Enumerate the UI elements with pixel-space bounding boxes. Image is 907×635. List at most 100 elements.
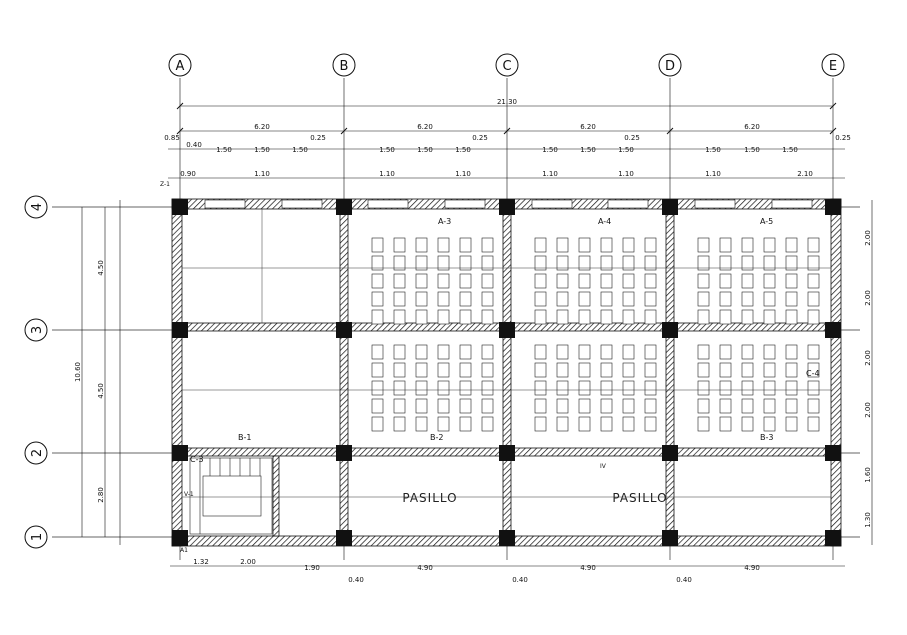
student-desk xyxy=(697,273,710,289)
student-desk xyxy=(697,344,710,360)
student-desk xyxy=(600,362,613,378)
room-label-pasillo-1: PASILLO xyxy=(402,491,457,505)
student-desk xyxy=(622,362,635,378)
area-tag-c4: C-4 xyxy=(806,369,820,378)
columns xyxy=(172,199,841,546)
bay-height-dim-3: 2.80 xyxy=(97,487,105,503)
student-desk xyxy=(600,309,613,325)
student-desk xyxy=(393,344,406,360)
student-desk xyxy=(534,416,547,432)
axis-bubbles-x: A B C D E xyxy=(168,53,845,77)
student-desk xyxy=(534,255,547,271)
student-desk xyxy=(719,344,732,360)
bottom-dim-5: 4.90 xyxy=(580,564,596,572)
student-desk xyxy=(785,309,798,325)
student-desk xyxy=(437,344,450,360)
bottom-dim-3: 1.90 xyxy=(304,564,320,572)
student-desk xyxy=(622,255,635,271)
student-desk xyxy=(371,416,384,432)
footing-tag: A1 xyxy=(180,547,188,554)
overall-height-dim: 10.60 xyxy=(74,362,82,382)
student-desk xyxy=(371,344,384,360)
axis-label-d: D xyxy=(665,59,675,74)
axis-bubble-c xyxy=(495,53,519,77)
student-desk xyxy=(644,273,657,289)
student-desk xyxy=(556,255,569,271)
student-desk xyxy=(622,291,635,307)
student-desk xyxy=(763,416,776,432)
window-tag: V-1 xyxy=(184,491,194,498)
dimension-ticks-top xyxy=(176,102,837,135)
student-desk xyxy=(644,291,657,307)
student-desk xyxy=(697,237,710,253)
area-tag-a5: A-5 xyxy=(760,217,773,226)
student-desk xyxy=(393,398,406,414)
bay-width-dim-3: 6.20 xyxy=(580,123,596,131)
area-tag-b1: B-1 xyxy=(238,433,251,442)
student-desk xyxy=(741,255,754,271)
area-tag-c3: C-3 xyxy=(190,455,204,464)
staircase xyxy=(189,457,273,535)
student-desk xyxy=(741,380,754,396)
student-desk xyxy=(556,398,569,414)
student-desk xyxy=(371,362,384,378)
student-desk xyxy=(415,416,428,432)
student-desk xyxy=(415,291,428,307)
student-desk xyxy=(534,380,547,396)
top-sub-dim-11: 1.50 xyxy=(744,146,760,154)
student-desk xyxy=(371,309,384,325)
area-tag-a4: A-4 xyxy=(598,217,611,226)
top-small-dim-1: 0.85 xyxy=(164,134,180,142)
bottom-dim-4: 4.90 xyxy=(417,564,433,572)
top-sub-dim-10: 1.50 xyxy=(705,146,721,154)
top-win-dim-5: 1.10 xyxy=(542,170,558,178)
student-desk xyxy=(393,362,406,378)
student-desk xyxy=(534,273,547,289)
right-dim-6: 1.30 xyxy=(864,512,872,528)
dimension-lines-top xyxy=(168,105,845,179)
top-sub-dim-12: 1.50 xyxy=(782,146,798,154)
student-desk xyxy=(393,291,406,307)
top-small-dim-3: 0.25 xyxy=(310,134,326,142)
beam-lines xyxy=(182,209,831,498)
student-desk xyxy=(459,416,472,432)
top-small-dim-6: 0.25 xyxy=(835,134,851,142)
student-desk xyxy=(697,380,710,396)
right-dim-4: 2.00 xyxy=(864,402,872,418)
bottom-offset-2: 0.40 xyxy=(512,576,528,584)
right-dim-3: 2.00 xyxy=(864,350,872,366)
axis-label-2: 2 xyxy=(30,449,45,457)
student-desk xyxy=(644,309,657,325)
right-dim-5: 1.60 xyxy=(864,467,872,483)
student-desk xyxy=(719,291,732,307)
student-desk xyxy=(415,362,428,378)
column-tag: Z-1 xyxy=(160,181,170,188)
student-desk xyxy=(763,291,776,307)
student-desk xyxy=(481,237,494,253)
top-small-dim-5: 0.25 xyxy=(624,134,640,142)
student-desk xyxy=(763,380,776,396)
student-desk xyxy=(371,237,384,253)
student-desk xyxy=(481,380,494,396)
student-desk xyxy=(785,344,798,360)
student-desk xyxy=(622,273,635,289)
axis-label-c: C xyxy=(502,59,511,74)
student-desk xyxy=(697,362,710,378)
student-desk xyxy=(481,309,494,325)
student-desk xyxy=(807,362,820,378)
student-desk xyxy=(719,309,732,325)
top-sub-dim-3: 1.50 xyxy=(292,146,308,154)
student-desk xyxy=(578,344,591,360)
student-desk xyxy=(437,255,450,271)
axis-label-4: 4 xyxy=(30,203,45,211)
student-desk xyxy=(600,237,613,253)
room-label-pasillo-2: PASILLO xyxy=(612,491,667,505)
student-desk xyxy=(534,309,547,325)
student-desk xyxy=(785,255,798,271)
top-sub-dim-9: 1.50 xyxy=(618,146,634,154)
student-desk xyxy=(741,362,754,378)
student-desk xyxy=(437,362,450,378)
student-desk xyxy=(393,380,406,396)
top-sub-dim-7: 1.50 xyxy=(542,146,558,154)
area-tag-b2: B-2 xyxy=(430,433,443,442)
